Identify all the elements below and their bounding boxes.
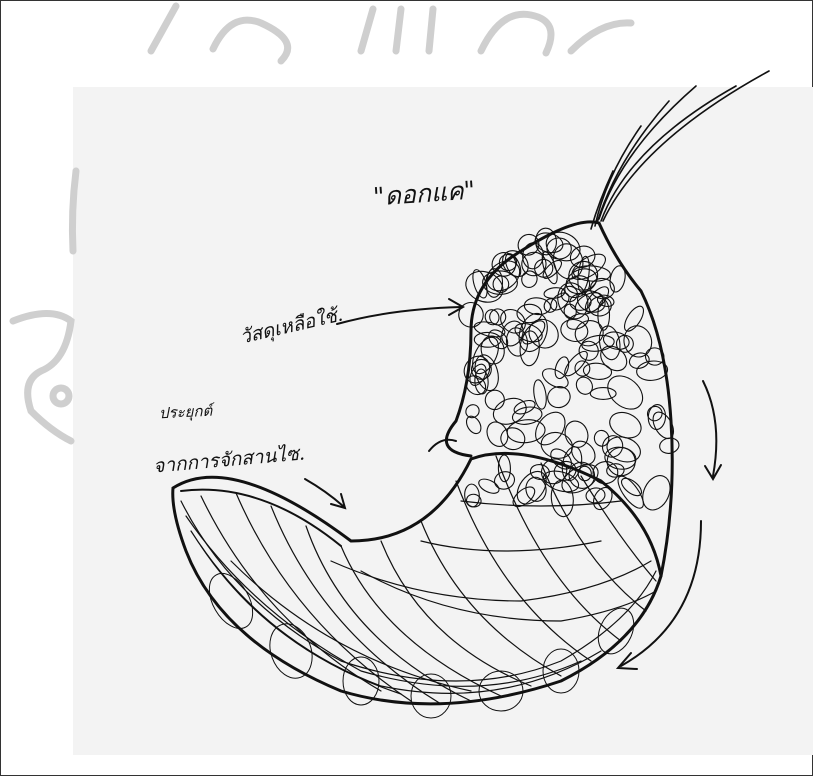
scribble-loop: [590, 388, 616, 400]
scribble-loop: [520, 269, 540, 289]
scribble-loop: [658, 436, 680, 455]
scribble-loop: [621, 323, 656, 360]
scribble-loop: [601, 369, 649, 416]
scribble-loop: [463, 402, 481, 420]
scribble-loop: [574, 360, 591, 378]
scribble-petal: [429, 222, 680, 576]
basket-petal: [173, 453, 661, 718]
scribble-loop: [553, 355, 572, 380]
scribble-loop: [477, 476, 502, 496]
scribble-loop: [532, 379, 548, 410]
scribble-loop: [596, 341, 632, 376]
scribble-loop: [523, 313, 564, 353]
label-applied-from-line1: ประยุกต์: [159, 404, 213, 422]
scribble-loop: [573, 374, 595, 397]
scribble-loop: [606, 408, 645, 443]
scribble-loop: [614, 473, 648, 512]
scribble-loop: [489, 394, 530, 430]
stem-strands: [591, 71, 769, 229]
sketch-title: "ดอกแค": [372, 177, 476, 209]
scribble-loop: [546, 237, 571, 259]
scribble-loop: [499, 426, 527, 452]
scribble-loop: [621, 303, 647, 334]
watermark-seal: [13, 6, 631, 441]
scribble-loop: [530, 407, 572, 451]
scribble-loop: [492, 469, 516, 491]
scribble-loop: [561, 418, 591, 451]
scribble-loop: [636, 360, 669, 382]
scribble-loop: [572, 317, 606, 349]
scribble-loop: [560, 285, 579, 304]
